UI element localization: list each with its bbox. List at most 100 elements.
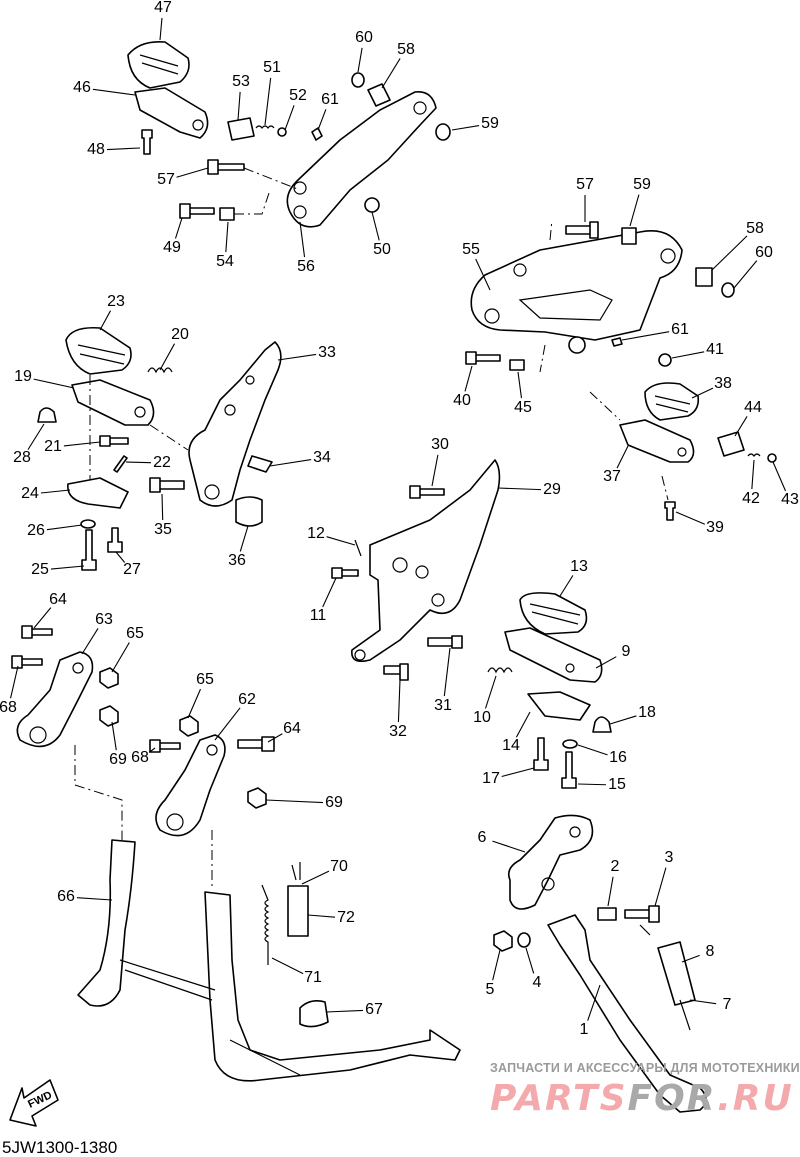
callout-label-1[interactable]: 1: [579, 1021, 589, 1038]
callout-label-11[interactable]: 11: [309, 607, 327, 624]
callout-label-48[interactable]: 48: [87, 141, 105, 158]
callout-label-57[interactable]: 57: [157, 171, 175, 188]
callout-label-34[interactable]: 34: [313, 449, 331, 466]
callout-label-60[interactable]: 60: [755, 244, 773, 261]
leader-line: [475, 258, 491, 291]
bolt-27: [107, 527, 123, 553]
callout-label-18[interactable]: 18: [638, 704, 656, 721]
callout-label-16[interactable]: 16: [609, 749, 627, 766]
bolt-64-b: [237, 736, 275, 752]
callout-label-23[interactable]: 23: [107, 293, 125, 310]
callout-label-65[interactable]: 65: [196, 671, 214, 688]
bolt-57: [207, 159, 245, 175]
leader-line: [50, 565, 85, 570]
washer-43: [767, 453, 777, 463]
callout-label-3[interactable]: 3: [664, 849, 674, 866]
callout-label-24[interactable]: 24: [21, 485, 39, 502]
callout-label-27[interactable]: 27: [123, 561, 141, 578]
callout-label-39[interactable]: 39: [706, 519, 724, 536]
callout-label-32[interactable]: 32: [389, 723, 407, 740]
callout-label-54[interactable]: 54: [216, 253, 234, 270]
callout-label-61[interactable]: 61: [671, 321, 689, 338]
callout-label-69[interactable]: 69: [325, 794, 343, 811]
collar-54: [219, 207, 235, 221]
callout-label-58[interactable]: 58: [397, 41, 415, 58]
callout-label-37[interactable]: 37: [603, 468, 621, 485]
leader-line: [751, 459, 755, 490]
callout-label-68[interactable]: 68: [0, 699, 17, 716]
callout-label-41[interactable]: 41: [706, 341, 724, 358]
callout-label-51[interactable]: 51: [263, 59, 281, 76]
nut-50: [364, 197, 380, 213]
callout-label-31[interactable]: 31: [434, 697, 452, 714]
callout-label-47[interactable]: 47: [154, 0, 172, 16]
callout-label-56[interactable]: 56: [297, 258, 315, 275]
callout-label-7[interactable]: 7: [722, 996, 732, 1013]
side-stand-bracket-6: [507, 814, 594, 910]
callout-label-52[interactable]: 52: [289, 87, 307, 104]
callout-label-14[interactable]: 14: [502, 737, 520, 754]
callout-label-5[interactable]: 5: [485, 981, 495, 998]
callout-label-12[interactable]: 12: [307, 525, 325, 542]
callout-label-59[interactable]: 59: [481, 115, 499, 132]
callout-label-72[interactable]: 72: [337, 909, 355, 926]
leader-line: [443, 647, 451, 697]
callout-label-19[interactable]: 19: [14, 368, 32, 385]
callout-label-28[interactable]: 28: [13, 449, 31, 466]
callout-label-68[interactable]: 68: [131, 749, 149, 766]
callout-label-45[interactable]: 45: [514, 399, 532, 416]
callout-label-53[interactable]: 53: [232, 73, 250, 90]
callout-label-6[interactable]: 6: [477, 829, 487, 846]
callout-label-26[interactable]: 26: [27, 522, 45, 539]
callout-label-17[interactable]: 17: [482, 770, 500, 787]
callout-label-35[interactable]: 35: [154, 521, 172, 538]
callout-label-59[interactable]: 59: [633, 176, 651, 193]
callout-label-49[interactable]: 49: [163, 239, 181, 256]
pin-61-rh: [611, 337, 623, 347]
callout-label-57[interactable]: 57: [576, 176, 594, 193]
callout-label-15[interactable]: 15: [608, 776, 626, 793]
callout-label-64[interactable]: 64: [283, 720, 301, 737]
callout-label-63[interactable]: 63: [95, 611, 113, 628]
callout-label-62[interactable]: 62: [238, 691, 256, 708]
callout-label-20[interactable]: 20: [171, 326, 189, 343]
callout-label-42[interactable]: 42: [742, 490, 760, 507]
callout-label-71[interactable]: 71: [304, 969, 322, 986]
callout-label-13[interactable]: 13: [570, 558, 588, 575]
washer-59: [435, 123, 451, 141]
callout-label-66[interactable]: 66: [57, 888, 75, 905]
callout-label-69[interactable]: 69: [109, 751, 127, 768]
leader-line: [492, 949, 501, 981]
bolt-31: [427, 635, 463, 649]
callout-label-2[interactable]: 2: [610, 858, 620, 875]
callout-label-65[interactable]: 65: [126, 625, 144, 642]
callout-label-8[interactable]: 8: [705, 943, 715, 960]
callout-label-67[interactable]: 67: [365, 1001, 383, 1018]
callout-label-29[interactable]: 29: [543, 481, 561, 498]
leader-line: [492, 840, 526, 853]
callout-label-46[interactable]: 46: [73, 79, 91, 96]
callout-label-30[interactable]: 30: [431, 436, 449, 453]
side-stand-1: [547, 914, 707, 1113]
callout-label-58[interactable]: 58: [746, 220, 764, 237]
callout-label-50[interactable]: 50: [373, 241, 391, 258]
callout-label-64[interactable]: 64: [49, 591, 67, 608]
callout-label-21[interactable]: 21: [44, 438, 62, 455]
callout-label-70[interactable]: 70: [330, 858, 348, 875]
callout-label-38[interactable]: 38: [714, 375, 732, 392]
callout-label-33[interactable]: 33: [318, 344, 336, 361]
callout-label-10[interactable]: 10: [473, 709, 491, 726]
callout-label-40[interactable]: 40: [453, 392, 471, 409]
callout-label-9[interactable]: 9: [621, 643, 631, 660]
footrest-holder-29: [351, 459, 501, 663]
callout-label-55[interactable]: 55: [462, 241, 480, 258]
callout-label-44[interactable]: 44: [744, 399, 762, 416]
callout-label-22[interactable]: 22: [153, 454, 171, 471]
callout-label-25[interactable]: 25: [31, 561, 49, 578]
callout-label-61[interactable]: 61: [321, 91, 339, 108]
callout-label-60[interactable]: 60: [355, 29, 373, 46]
callout-label-43[interactable]: 43: [781, 491, 799, 508]
callout-label-4[interactable]: 4: [532, 974, 542, 991]
callout-label-36[interactable]: 36: [228, 552, 246, 569]
